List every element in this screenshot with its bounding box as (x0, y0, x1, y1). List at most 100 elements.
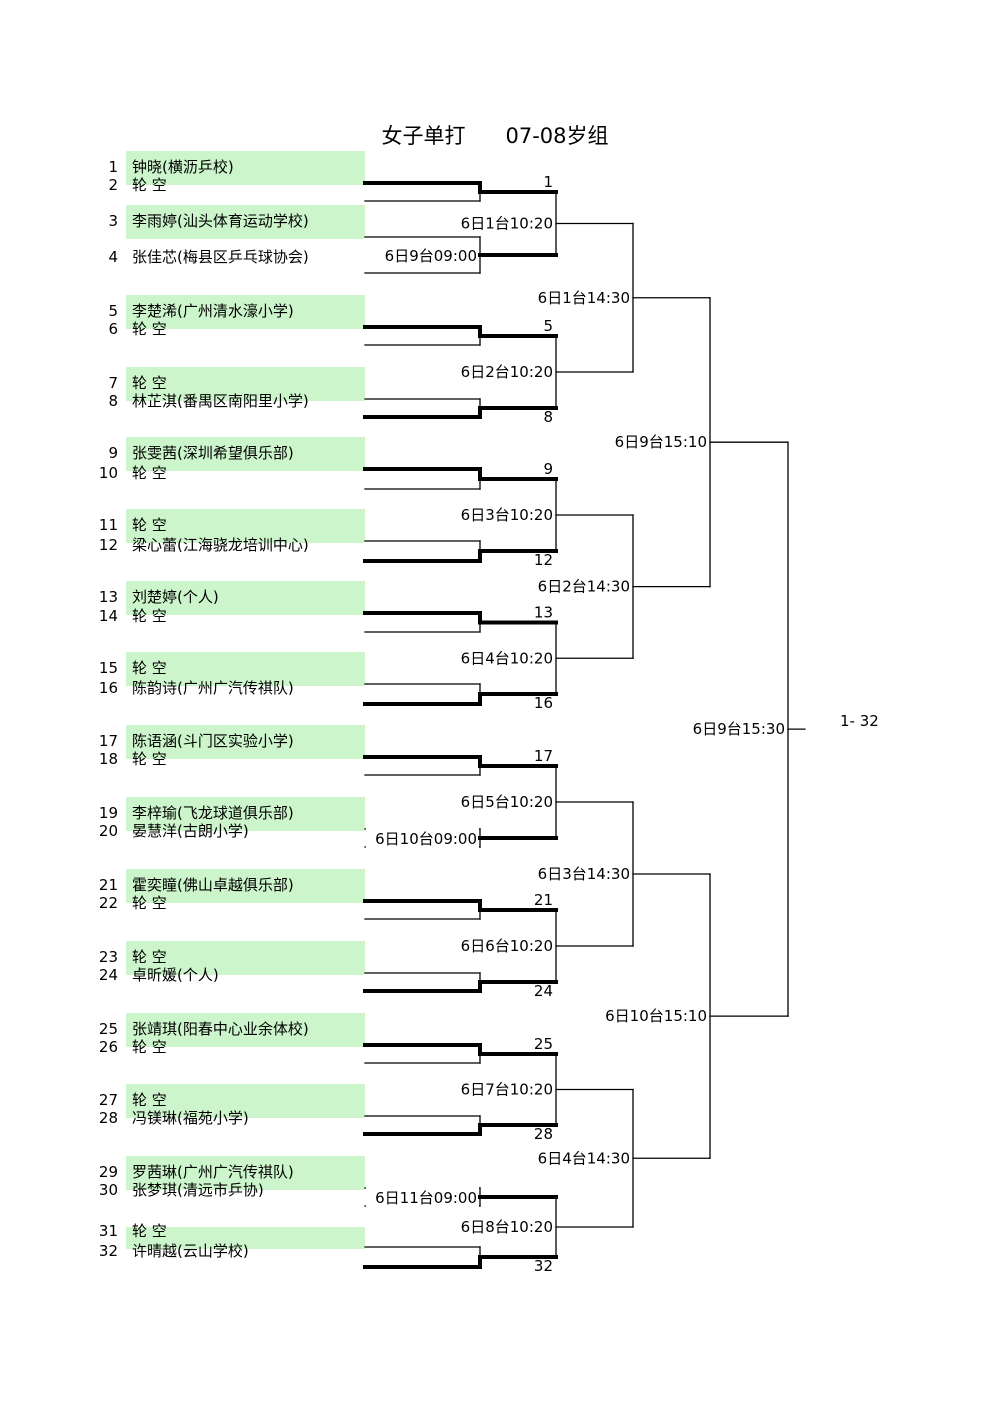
player-seed: 1 (108, 158, 118, 176)
r2-winner-label: 1 (543, 173, 553, 191)
player-name-bg (126, 797, 365, 831)
player-seed: 27 (99, 1091, 118, 1109)
r4-schedule: 6日10台15:10 (605, 1007, 707, 1025)
r2-winner-label: 8 (543, 408, 553, 426)
player-seed: 16 (99, 679, 118, 697)
player-name: 轮 空 (132, 176, 167, 194)
player-name-bg (126, 1084, 365, 1118)
player-seed: 11 (99, 516, 118, 534)
player-seed: 19 (99, 804, 118, 822)
player-name: 霍奕瞳(佛山卓越俱乐部) (132, 876, 294, 894)
r2-schedule: 6日6台10:20 (461, 937, 553, 955)
player-name-bg (126, 941, 365, 975)
r2-schedule: 6日8台10:20 (461, 1218, 553, 1236)
player-seed: 14 (99, 607, 118, 625)
r2-schedule: 6日7台10:20 (461, 1081, 553, 1099)
r2-winner-label: 17 (534, 747, 553, 765)
player-seed: 22 (99, 894, 118, 912)
player-name: 轮 空 (132, 464, 167, 482)
r2-winner-label: 24 (534, 982, 553, 1000)
player-seed: 23 (99, 948, 118, 966)
player-name: 轮 空 (132, 659, 167, 677)
schedule-box (366, 826, 479, 850)
r3-schedule: 6日1台14:30 (538, 289, 630, 307)
player-name: 钟晓(横沥乒校) (132, 158, 234, 176)
player-name-bg (126, 725, 365, 759)
player-name: 轮 空 (132, 1038, 167, 1056)
player-name: 李梓瑜(飞龙球道俱乐部) (132, 804, 294, 822)
player-name-bg (126, 151, 365, 185)
player-name: 许晴越(云山学校) (132, 1242, 249, 1260)
player-name: 梁心蕾(江海骁龙培训中心) (132, 536, 309, 554)
player-name: 李雨婷(汕头体育运动学校) (132, 212, 309, 230)
final-schedule: 6日9台15:30 (693, 720, 785, 738)
r2-winner-label: 12 (534, 551, 553, 569)
r1-schedule: 6日9台09:00 (385, 247, 477, 265)
player-seed: 6 (108, 320, 118, 338)
player-seed: 13 (99, 588, 118, 606)
r2-winner-label: 28 (534, 1125, 553, 1143)
bracket-title: 女子单打 07-08岁组 (0, 120, 990, 150)
player-seed: 12 (99, 536, 118, 554)
player-name: 轮 空 (132, 1222, 167, 1240)
player-name: 李楚浠(广州清水濠小学) (132, 302, 294, 320)
player-name: 轮 空 (132, 894, 167, 912)
player-name-bg (126, 437, 365, 471)
r2-schedule: 6日4台10:20 (461, 649, 553, 667)
player-name: 陈语涵(斗门区实验小学) (132, 732, 294, 750)
event-title: 女子单打 (381, 124, 466, 148)
r1-schedule: 6日11台09:00 (375, 1189, 477, 1207)
player-name: 张梦琪(清远市乒协) (132, 1181, 264, 1199)
player-seed: 25 (99, 1020, 118, 1038)
player-name-bg (126, 205, 365, 239)
player-name: 张靖琪(阳春中心业余体校) (132, 1020, 309, 1038)
player-seed: 17 (99, 732, 118, 750)
player-name-bg (126, 295, 365, 329)
r2-winner-label: 16 (534, 694, 553, 712)
player-name: 轮 空 (132, 750, 167, 768)
player-name: 张佳芯(梅县区乒乓球协会) (132, 248, 309, 266)
player-name: 轮 空 (132, 374, 167, 392)
r2-winner-label: 25 (534, 1035, 553, 1053)
player-name: 轮 空 (132, 1091, 167, 1109)
player-name: 晏慧洋(古朗小学) (132, 822, 249, 840)
player-seed: 7 (108, 374, 118, 392)
r2-winner-label: 13 (534, 604, 553, 622)
player-name-bg (126, 1156, 365, 1190)
player-name: 林芷淇(番禺区南阳里小学) (132, 392, 309, 410)
r2-winner-label: 5 (543, 317, 553, 335)
player-seed: 31 (99, 1222, 118, 1240)
r3-schedule: 6日4台14:30 (538, 1149, 630, 1167)
age-group-title: 07-08岁组 (505, 124, 609, 148)
schedule-box (366, 1185, 479, 1209)
player-name-bg (126, 509, 365, 543)
player-seed: 18 (99, 750, 118, 768)
final-label: 1- 32 (840, 712, 879, 730)
schedule-box (366, 243, 479, 267)
player-name-bg (126, 1227, 365, 1249)
player-seed: 5 (108, 302, 118, 320)
r2-winner-label: 21 (534, 891, 553, 909)
player-name: 轮 空 (132, 320, 167, 338)
player-name: 陈韵诗(广州广汽传祺队) (132, 679, 294, 697)
player-name-bg (126, 1013, 365, 1047)
player-seed: 20 (99, 822, 118, 840)
player-name-bg (126, 581, 365, 615)
player-name: 轮 空 (132, 607, 167, 625)
player-seed: 8 (108, 392, 118, 410)
player-seed: 24 (99, 966, 118, 984)
r2-schedule: 6日2台10:20 (461, 363, 553, 381)
player-name: 卓昕媛(个人) (132, 966, 219, 984)
r4-schedule: 6日9台15:10 (615, 433, 707, 451)
player-seed: 21 (99, 876, 118, 894)
player-seed: 30 (99, 1181, 118, 1199)
player-name-bg (126, 869, 365, 903)
player-name: 冯镁琳(福苑小学) (132, 1109, 249, 1127)
player-name: 张雯茜(深圳希望俱乐部) (132, 444, 294, 462)
player-name: 罗茜琳(广州广汽传祺队) (132, 1163, 294, 1181)
player-seed: 4 (108, 248, 118, 266)
player-seed: 10 (99, 464, 118, 482)
r2-winner-label: 32 (534, 1257, 553, 1275)
player-name-bg (126, 367, 365, 401)
